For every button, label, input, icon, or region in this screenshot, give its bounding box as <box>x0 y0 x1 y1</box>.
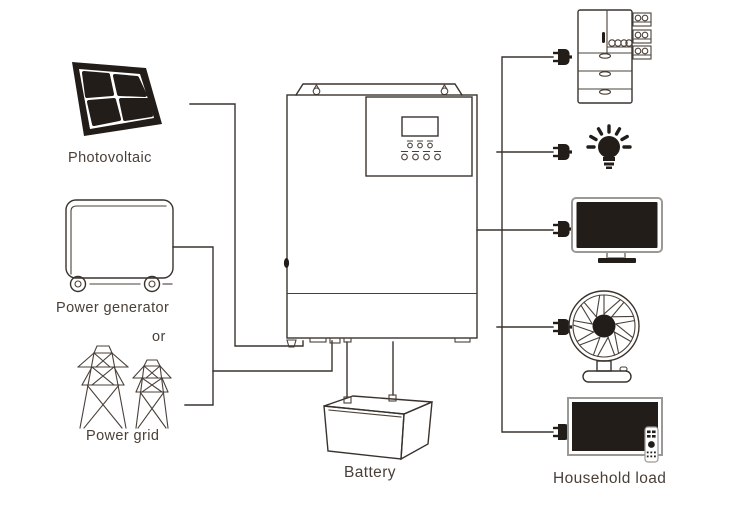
pylon-small <box>132 359 172 429</box>
power-generator-label: Power generator <box>56 300 170 316</box>
plug-icon <box>553 49 572 65</box>
lcd-display <box>401 116 439 137</box>
household-load-label: Household load <box>553 470 667 487</box>
fridge-shelf-items <box>607 39 633 48</box>
photovoltaic-panel-icon <box>72 62 162 136</box>
power-grid-label: Power grid <box>86 428 160 444</box>
tv-remote-icon <box>567 397 663 463</box>
battery-terminal <box>343 396 352 404</box>
fridge-door-shelves <box>632 12 652 60</box>
fridge-drawers <box>577 53 633 95</box>
photovoltaic-label: Photovoltaic <box>68 150 152 166</box>
tv-icon <box>571 197 663 263</box>
mount-hole-icon <box>312 84 449 96</box>
pylon-large <box>77 345 129 429</box>
or-label: or <box>152 329 166 345</box>
power-grid-icon <box>77 345 172 429</box>
light-bulb-icon <box>586 124 632 169</box>
side-knob <box>283 258 290 268</box>
led-indicators <box>406 140 434 149</box>
mount-bracket <box>295 83 463 96</box>
battery-icon <box>323 394 433 461</box>
wire-inverter-to-battery <box>346 341 394 398</box>
panel-buttons <box>400 150 442 161</box>
refrigerator-icon <box>577 9 652 104</box>
wire-generator-grid-to-inverter <box>172 246 333 406</box>
wire-photovoltaic-to-inverter <box>189 103 304 347</box>
remote-icon <box>644 426 659 463</box>
bottom-ports <box>286 337 471 348</box>
fridge-handle <box>602 32 605 43</box>
battery-label: Battery <box>344 464 396 481</box>
plug-icon <box>553 221 572 237</box>
inverter-icon <box>283 83 478 348</box>
wire-inverter-to-loads <box>476 56 554 433</box>
battery-terminal <box>388 394 397 402</box>
fan-icon <box>568 290 640 383</box>
power-generator-icon <box>65 199 174 293</box>
control-panel <box>365 96 473 177</box>
plug-icon <box>553 144 572 160</box>
